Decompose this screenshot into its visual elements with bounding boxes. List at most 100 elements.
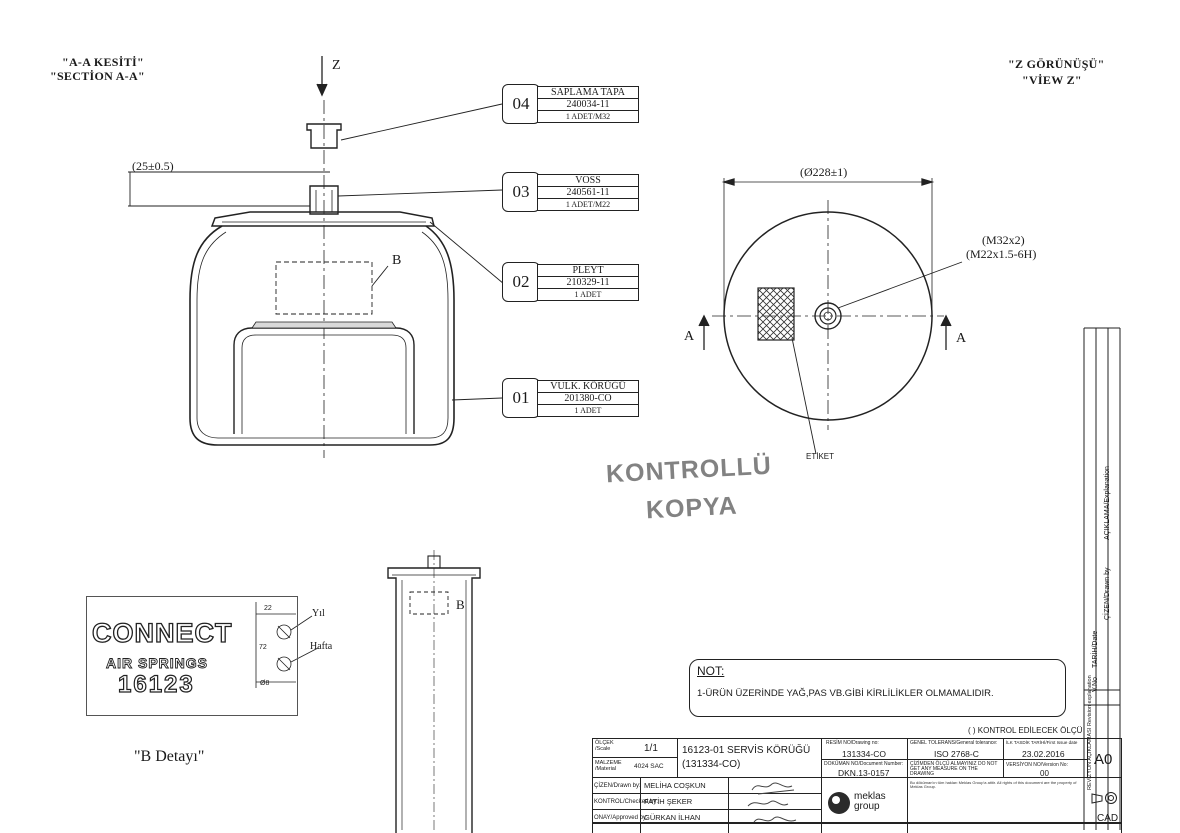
tb-warning-cell	[908, 760, 1004, 778]
height-dimension: (25±0.5)	[132, 159, 174, 173]
section-mark-left: A	[684, 329, 695, 344]
tb-drawn: MELİHA COŞKUN	[644, 781, 706, 790]
bom-code: 210329-11	[538, 277, 638, 289]
control-dimension-note: ( ) KONTROL EDİLECEK ÖLÇÜ	[968, 726, 1083, 735]
view-title-en: "VİEW Z"	[1022, 73, 1082, 87]
tb-version: 00	[1040, 769, 1049, 778]
label-b-side: B	[456, 597, 465, 612]
bom-name: VOSS	[538, 175, 638, 187]
section-title-en: "SECTİON A-A"	[50, 69, 145, 83]
detail-b-marker	[275, 261, 373, 315]
tb-approved: GÜRKAN İLHAN	[644, 813, 701, 822]
tb-company: meklas group	[854, 791, 886, 812]
bom-number-02: 02	[502, 262, 540, 302]
thread-dimension-2: (M22x1.5-6H)	[966, 247, 1037, 261]
bellows-outer	[189, 225, 455, 446]
plug-part	[306, 123, 342, 149]
section-mark-right: A	[956, 331, 967, 346]
bom-table-04: SAPLAMA TAPA 240034-11 1 ADET/M32	[537, 86, 639, 123]
tb-date-cell	[1004, 738, 1088, 760]
logo-code: 16123	[117, 671, 195, 698]
section-marker-left	[698, 314, 710, 350]
meklas-logo-icon	[828, 792, 850, 814]
tb-legal-notice: Bu döküman'ın tüm hakları Meklas Group'a…	[910, 780, 1077, 789]
small-side-view	[387, 550, 481, 833]
tb-doc-no-cell	[822, 760, 908, 778]
tb-approved-label: ONAY/Approved by:	[594, 815, 648, 821]
tb-scale: 1/1	[644, 743, 658, 754]
tb-scale-cell	[592, 738, 678, 758]
tb-title-cell	[678, 738, 822, 778]
view-title-tr: "Z GÖRÜNÜŞÜ"	[1008, 57, 1105, 71]
bom-name: VULK. KÖRÜĞÜ	[538, 381, 638, 393]
diameter-dimension: (Ø228±1)	[800, 165, 848, 179]
tb-material-cell	[592, 758, 678, 778]
tb-drawn-row	[592, 778, 822, 794]
z-view-arrow	[316, 56, 328, 97]
tb-cad-cell	[1088, 778, 1122, 833]
bom-code: 240561-11	[538, 187, 638, 199]
tb-material: 4024 SAC	[634, 763, 664, 770]
projection-symbol-icon	[1091, 792, 1117, 804]
tb-checked-row	[592, 794, 822, 810]
bom-qty: 1 ADET	[574, 290, 602, 299]
connect-logo-detail	[86, 596, 298, 716]
tb-approved-row	[592, 810, 822, 833]
z-arrow-label: Z	[332, 58, 341, 73]
tb-drawing-no-label: RESİM NO/Drawing no:	[826, 740, 879, 746]
tb-tolerance: ISO 2768-C	[934, 749, 979, 759]
tb-cad: CAD	[1097, 813, 1119, 824]
controlled-copy-stamp-line2: KOPYA	[645, 491, 739, 525]
tb-scale-warning: ÇİZİMDEN ÖLÇÜ ALMAYINIZ DO NOT GET ANY M…	[910, 761, 998, 777]
bom-number-01: 01	[502, 378, 540, 418]
tb-title: 16123-01 SERVİS KÖRÜĞÜ	[682, 745, 811, 756]
tb-version-cell	[1004, 760, 1088, 778]
rev-col-explanation: AÇIKLAMA/Explanation	[1104, 466, 1111, 540]
label-area	[757, 287, 795, 341]
note-title: NOT:	[697, 664, 725, 678]
tb-drawn-label: ÇİZEN/Drawn by:	[594, 783, 641, 789]
bom-number-03: 03	[502, 172, 540, 212]
tb-tolerance-label: GENEL TOLERANS/General tolerance:	[910, 740, 998, 746]
section-marker-right	[940, 314, 952, 350]
tb-doc-no: DKN.13-0157	[838, 768, 890, 778]
tb-title-2: (131334-CO)	[682, 759, 741, 770]
logo-dim-1: 22	[264, 605, 272, 612]
note-text: 1-ÜRÜN ÜZERİNDE YAĞ,PAS VB.GİBİ KİRLİLİK…	[697, 688, 994, 699]
bom-code: 201380-CO	[538, 393, 638, 405]
logo-sub: AIR SPRINGS	[106, 655, 209, 671]
note-box	[689, 659, 1066, 717]
logo-week-label: Hafta	[310, 641, 333, 652]
bom-qty: 1 ADET/M22	[565, 200, 611, 209]
tb-checked: FATİH ŞEKER	[644, 797, 693, 806]
etiket-label: ETİKET	[806, 452, 835, 461]
tb-doc-no-label: DOKÜMAN NO/Document Number:	[824, 761, 904, 767]
bom-qty: 1 ADET	[574, 406, 602, 415]
bom-table-02: PLEYT 210329-11 1 ADET	[537, 264, 639, 301]
logo-dim-2: 72	[259, 644, 267, 651]
logo-dim-3: Ø8	[260, 680, 270, 687]
bom-name: PLEYT	[538, 265, 638, 277]
fitting-part	[309, 185, 339, 215]
tb-version-label: VERSİYON NO/Version No:	[1006, 762, 1068, 768]
tb-sheet-cell	[1088, 738, 1122, 778]
bom-code: 240034-11	[538, 99, 638, 111]
tb-company-cell	[822, 778, 908, 833]
label-b-section: B	[392, 253, 402, 268]
bom-table-03: VOSS 240561-11 1 ADET/M22	[537, 174, 639, 211]
tb-material-label: MALZEME /Material	[595, 760, 622, 772]
tb-sheet-size: A0	[1094, 751, 1113, 768]
bom-table-01: VULK. KÖRÜĞÜ 201380-CO 1 ADET	[537, 380, 639, 417]
rev-col-drawn: ÇİZEN/Drawn by	[1104, 567, 1111, 620]
tb-scale-label: ÖLÇEK /Scale	[595, 740, 614, 752]
tb-drawing-no: 131334-CO	[842, 749, 886, 759]
tb-drawing-no-cell	[822, 738, 908, 760]
fitting-top-view	[814, 302, 842, 330]
bom-qty: 1 ADET/M32	[565, 112, 611, 121]
revision-strip-lines	[1083, 327, 1121, 830]
logo-brand: CONNECT	[91, 618, 233, 648]
section-title-tr: "A-A KESİTİ"	[62, 55, 144, 69]
tb-tolerance-cell	[908, 738, 1004, 760]
